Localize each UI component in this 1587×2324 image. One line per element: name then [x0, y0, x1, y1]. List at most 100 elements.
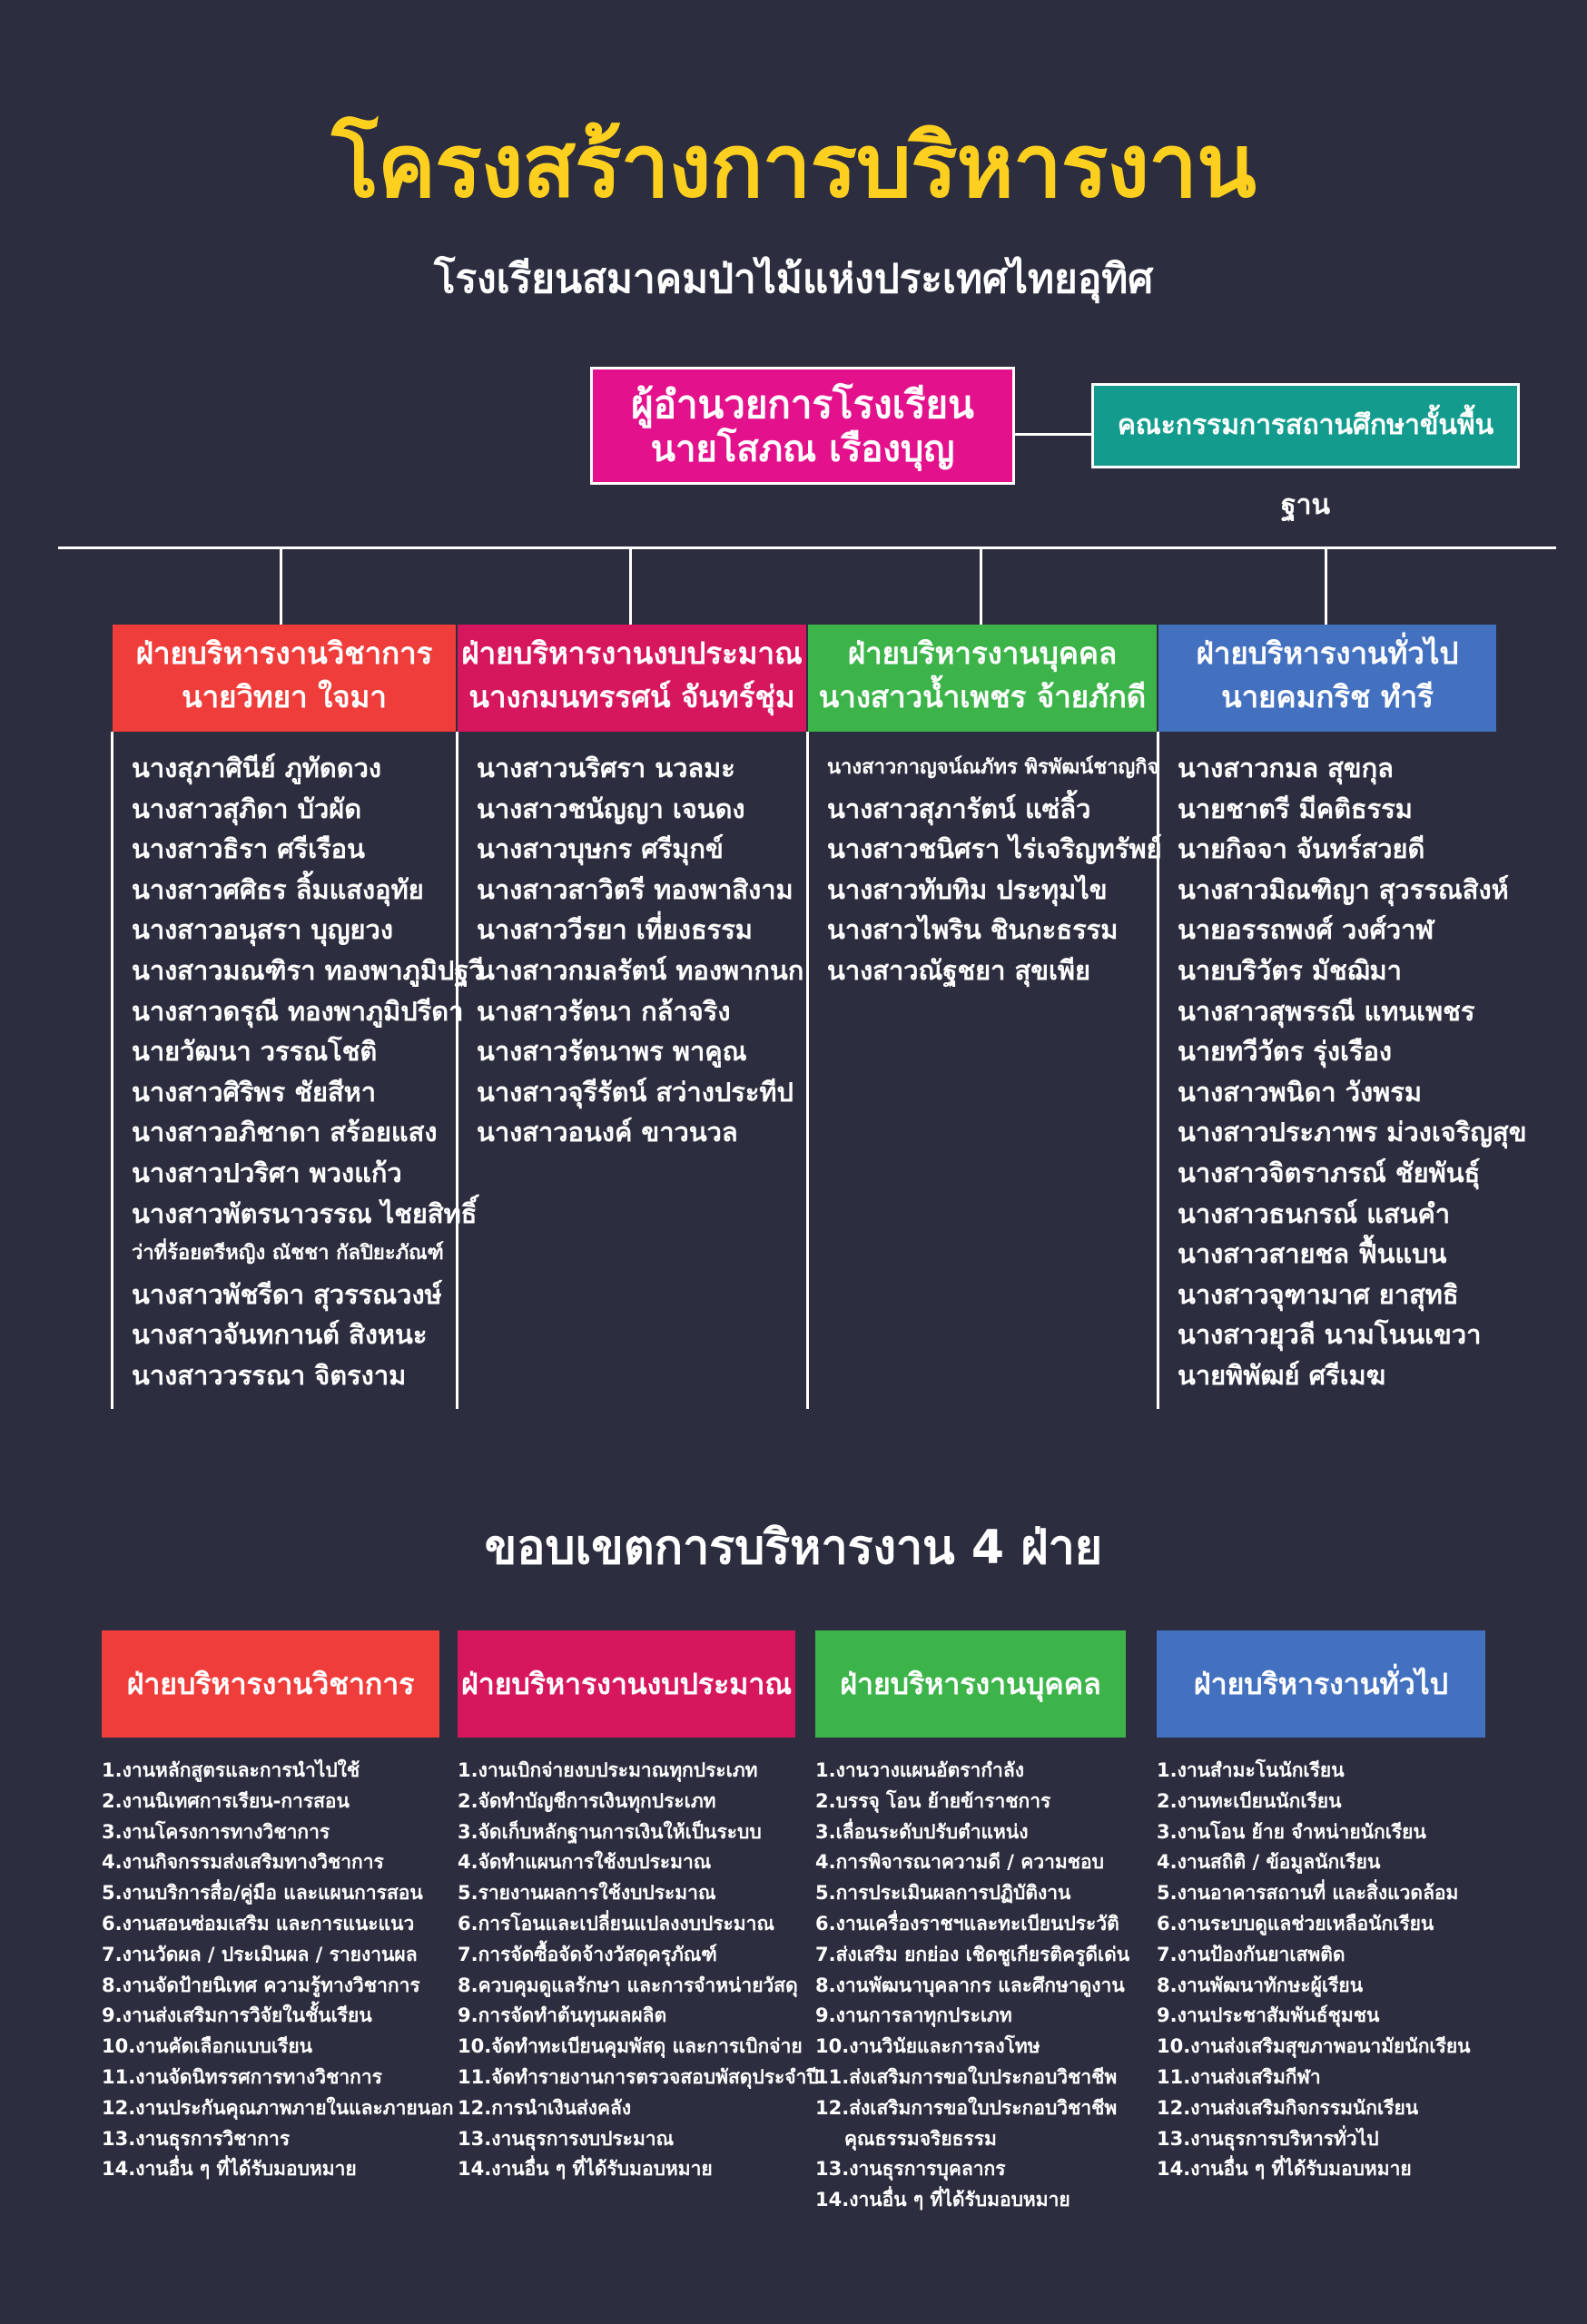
- staff-name: นางสาวจุฑามาศ ยาสุทธิ: [1178, 1278, 1459, 1310]
- scope-item: 8.งานพัฒนาบุคลากร และศึกษาดูงาน: [815, 1974, 1125, 1996]
- dept-head-personnel: ฝ่ายบริหารงานบุคคล นางสาวน้ำเพชร จ้ายภัก…: [808, 625, 1157, 732]
- scope-title: ขอบเขตการบริหารงาน 4 ฝ่าย: [484, 1521, 1103, 1575]
- staff-name: นางสาวสุพรรณี แทนเพชร: [1178, 995, 1475, 1027]
- staff-name: ว่าที่ร้อยตรีหญิง ณัชชา กัลปิยะภัณฑ์: [132, 1242, 444, 1265]
- staff-name: นายบริวัตร มัชฌิมา: [1178, 954, 1402, 986]
- scope-item: 9.งานประชาสัมพันธ์ชุมชน: [1157, 2004, 1380, 2027]
- scope-item: 9.งานส่งเสริมการวิจัยในชั้นเรียน: [102, 2004, 372, 2027]
- staff-name: นางสุภาศินีย์ ภูทัดดวง: [132, 753, 382, 783]
- scope-item: 10.งานส่งเสริมสุขภาพอนามัยนักเรียน: [1157, 2035, 1471, 2058]
- connector-general: [1325, 547, 1327, 625]
- scope-item: 13.งานธุรการบุคลากร: [815, 2158, 1006, 2181]
- staff-name: นางสาวนริศรา นวลมะ: [477, 753, 735, 783]
- staff-name: นางสาวพัตรนาวรรณ ไชยสิทธิ์: [132, 1197, 478, 1229]
- scope-head-academic: ฝ่ายบริหารงานวิชาการ: [102, 1630, 439, 1738]
- staff-name: นางสาวสุภารัตน์ แซ่ลิ้ว: [827, 793, 1091, 824]
- scope-item: 10.จัดทำทะเบียนคุมพัสดุ และการเบิกจ่าย: [458, 2035, 803, 2058]
- scope-item: 1.งานหลักสูตรและการนำไปใช้: [102, 1759, 360, 1781]
- staff-name: นางสาวรัตนาพร พาคูณ: [477, 1036, 747, 1068]
- staff-name: นางสาวยุวลี นามโนนเขวา: [1178, 1319, 1482, 1351]
- staff-name: นางสาวณัฐชยา สุขเพีย: [827, 954, 1091, 986]
- scope-item: 4.การพิจารณาความดี / ความชอบ: [815, 1851, 1104, 1874]
- scope-item: 13.งานธุรการบริหารทั่วไป: [1157, 2127, 1379, 2150]
- scope-item: 7.ส่งเสริม ยกย่อง เชิดชูเกียรติครูดีเด่น: [815, 1943, 1130, 1965]
- scope-item: 5.งานบริการสื่อ/คู่มือ และแผนการสอน: [102, 1882, 423, 1905]
- scope-item: 11.งานจัดนิทรรศการทางวิชาการ: [102, 2065, 382, 2088]
- scope-item: 5.การประเมินผลการปฏิบัติงาน: [815, 1882, 1071, 1905]
- scope-item: 3.จัดเก็บหลักฐานการเงินให้เป็นระบบ: [458, 1820, 762, 1843]
- dept-head-name: นางกมนทรรศน์ จันทร์ชุ่ม: [468, 678, 795, 714]
- dept-head-name: นายวิทยา ใจมา: [182, 678, 387, 714]
- connector-budget: [629, 547, 632, 625]
- staff-name: นางสาวชนิศรา ไร่เจริญทรัพย์: [827, 833, 1162, 865]
- staff-name: นางสาวกาญจน์ณภัทร พิรพัฒน์ชาญกิจ: [827, 756, 1159, 779]
- committee-box: คณะกรรมการสถานศึกษาขั้นพื้นฐาน: [1091, 383, 1520, 521]
- staff-name: นางสาวศศิธร ลิ้มแสงอุทัย: [132, 873, 424, 905]
- scope-item: 14.งานอื่น ๆ ที่ได้รับมอบหมาย: [1157, 2158, 1412, 2181]
- scope-list-personnel: 1.งานวางแผนอัตรากำลัง 2.บรรจุ โอน ย้ายข้…: [815, 1756, 1151, 2216]
- staff-name: นางสาวธิรา ศรีเรือน: [132, 833, 365, 865]
- staff-name: นางสาวกมล สุขกุล: [1178, 753, 1394, 783]
- connector-academic: [280, 547, 282, 625]
- director-box: ผู้อำนวยการโรงเรียน นายโสภณ เรืองบุญ: [590, 367, 1015, 485]
- staff-name: นายพิพัฒย์ ศรีเมฆ: [1178, 1359, 1386, 1391]
- staff-name: นายทวีวัตร รุ่งเรือง: [1178, 1036, 1393, 1068]
- staff-name: นางสาวไพริน ชินกะธรรม: [827, 914, 1119, 946]
- scope-item: 3.งานโครงการทางวิชาการ: [102, 1820, 330, 1843]
- dept-title: ฝ่ายบริหารงานบุคคล: [847, 635, 1118, 671]
- scope-item: 11.ส่งเสริมการขอใบประกอบวิชาชีพ: [815, 2065, 1118, 2088]
- dept-head-name: นางสาวน้ำเพชร จ้ายภักดี: [818, 678, 1147, 714]
- page-title: โครงสร้างการบริหารงาน: [331, 115, 1256, 217]
- staff-name: นางสาวอนงค์ ขาวนวล: [477, 1117, 738, 1148]
- school-name: โรงเรียนสมาคมป่าไม้แห่งประเทศไทยอุทิศ: [433, 256, 1154, 302]
- staff-name: นางสาวจิตราภรณ์ ชัยพันธุ์: [1178, 1157, 1481, 1188]
- director-title: ผู้อำนวยการโรงเรียน: [631, 382, 974, 427]
- dept-head-academic: ฝ่ายบริหารงานวิชาการ นายวิทยา ใจมา: [113, 625, 456, 732]
- dept-head-name: นายคมกริช ทำรี: [1221, 678, 1434, 714]
- scope-head-budget: ฝ่ายบริหารงานงบประมาณ: [458, 1630, 795, 1738]
- scope-item: 12.ส่งเสริมการขอใบประกอบวิชาชีพ: [815, 2096, 1118, 2119]
- scope-list-academic: 1.งานหลักสูตรและการนำไปใช้ 2.งานนิเทศการ…: [102, 1756, 453, 2185]
- dept-title: ฝ่ายบริหารงานวิชาการ: [135, 635, 433, 671]
- scope-item: 8.งานพัฒนาทักษะผู้เรียน: [1157, 1974, 1364, 1996]
- scope-item: 4.จัดทำแผนการใช้งบประมาณ: [458, 1851, 712, 1874]
- scope-item: 11.งานส่งเสริมกีฬา: [1157, 2065, 1321, 2088]
- scope-item: 2.บรรจุ โอน ย้ายข้าราชการ: [815, 1789, 1051, 1812]
- staff-name: นางสาวบุษกร ศรีมุกข์: [477, 833, 724, 865]
- staff-name: นางสาวพัชรีดา สุวรรณวงษ์: [132, 1278, 442, 1310]
- scope-item: 5.รายงานผลการใช้งบประมาณ: [458, 1882, 716, 1905]
- scope-item: 9.การจัดทำต้นทุนผลผลิต: [458, 2004, 667, 2027]
- staff-list-personnel: นางสาวกาญจน์ณภัทร พิรพัฒน์ชาญกิจ นางสาวส…: [806, 732, 1162, 1409]
- scope-item: 4.งานสถิติ / ข้อมูลนักเรียน: [1157, 1851, 1381, 1874]
- staff-name: นางสาวประภาพร ม่วงเจริญสุข: [1178, 1117, 1527, 1148]
- staff-name: นางสาวจุรีรัตน์ สว่างประทีป: [477, 1076, 794, 1108]
- scope-item: 10.งานคัดเลือกแบบเรียน: [102, 2035, 312, 2058]
- staff-name: นายชาตรี มีคติธรรม: [1178, 793, 1413, 824]
- staff-name: นางสาวอนุสรา บุญยวง: [132, 914, 393, 946]
- scope-item: 7.การจัดซื้อจัดจ้างวัสดุครุภัณฑ์: [458, 1943, 717, 1965]
- scope-item: 2.จัดทำบัญชีการเงินทุกประเภท: [458, 1789, 716, 1812]
- staff-name: นางสาววรรณา จิตรงาม: [132, 1359, 407, 1391]
- staff-name: นางสาวสาวิตรี ทองพาสิงาม: [477, 873, 794, 905]
- staff-name: นางสาวชนัญญา เจนดง: [477, 793, 745, 824]
- connector-personnel: [980, 547, 982, 625]
- scope-head-general: ฝ่ายบริหารงานทั่วไป: [1157, 1630, 1485, 1738]
- scope-item: 12.การนำเงินส่งคลัง: [458, 2096, 632, 2119]
- scope-item: 13.งานธุรการงบประมาณ: [458, 2127, 675, 2150]
- staff-name: นางสาวจันทกานต์ สิงหนะ: [132, 1319, 428, 1351]
- dept-title: ฝ่ายบริหารงานงบประมาณ: [461, 635, 803, 671]
- staff-name: นางสาวศิริพร ชัยสีหา: [132, 1076, 377, 1108]
- scope-item: 1.งานเบิกจ่ายงบประมาณทุกประเภท: [458, 1759, 758, 1781]
- scope-item: 2.งานนิเทศการเรียน-การสอน: [102, 1789, 350, 1812]
- scope-item: 6.การโอนและเปลี่ยนแปลงงบประมาณ: [458, 1912, 774, 1935]
- scope-item: 6.งานเครื่องราชฯและทะเบียนประวัติ: [815, 1912, 1119, 1935]
- scope-item: 1.งานสำมะโนนักเรียน: [1157, 1759, 1345, 1781]
- scope-item: 6.งานระบบดูแลช่วยเหลือนักเรียน: [1157, 1912, 1434, 1935]
- director-committee-connector: [1015, 433, 1091, 436]
- scope-item: 14.งานอื่น ๆ ที่ได้รับมอบหมาย: [102, 2158, 357, 2181]
- scope-item: 4.งานกิจกรรมส่งเสริมทางวิชาการ: [102, 1851, 384, 1874]
- scope-item: 7.งานวัดผล / ประเมินผล / รายงานผล: [102, 1943, 418, 1965]
- dept-head-budget: ฝ่ายบริหารงานงบประมาณ นางกมนทรรศน์ จันทร…: [458, 625, 806, 732]
- scope-item: 8.ควบคุมดูแลรักษา และการจำหน่ายวัสดุ: [458, 1974, 798, 1996]
- staff-name: นางสาวอภิชาดา สร้อยแสง: [132, 1117, 438, 1148]
